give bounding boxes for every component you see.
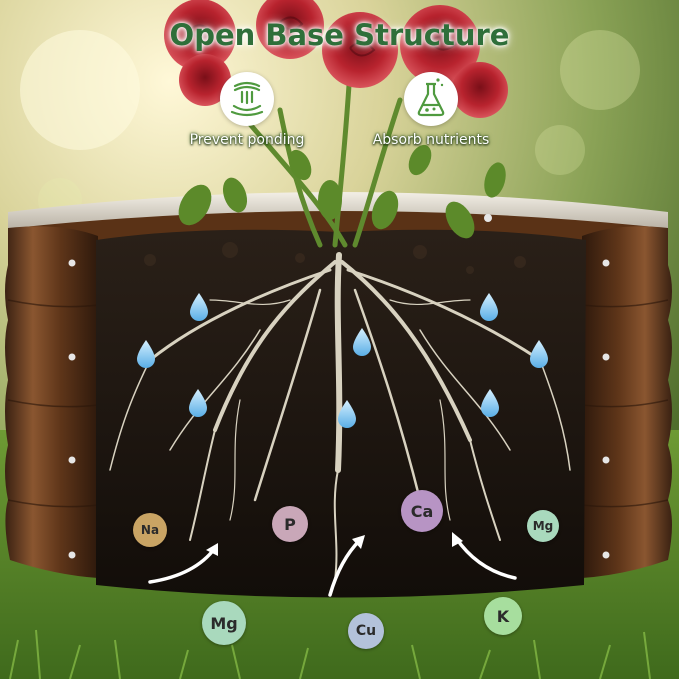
mineral-ca: Ca: [401, 490, 443, 532]
prevent-ponding-label: Prevent ponding: [189, 132, 305, 148]
mineral-k: K: [484, 597, 522, 635]
absorb-nutrients-badge: [404, 72, 458, 126]
mineral-mg-large: Mg: [202, 601, 246, 645]
mineral-p: P: [272, 506, 308, 542]
mineral-na: Na: [133, 513, 167, 547]
absorb-nutrients-label: Absorb nutrients: [372, 132, 490, 148]
water-drainage-icon: [230, 81, 264, 117]
flask-icon: [417, 78, 445, 117]
mineral-mg-small: Mg: [527, 510, 559, 542]
page-title: Open Base Structure: [169, 18, 510, 52]
prevent-ponding-badge: [220, 72, 274, 126]
mineral-cu: Cu: [348, 613, 384, 649]
